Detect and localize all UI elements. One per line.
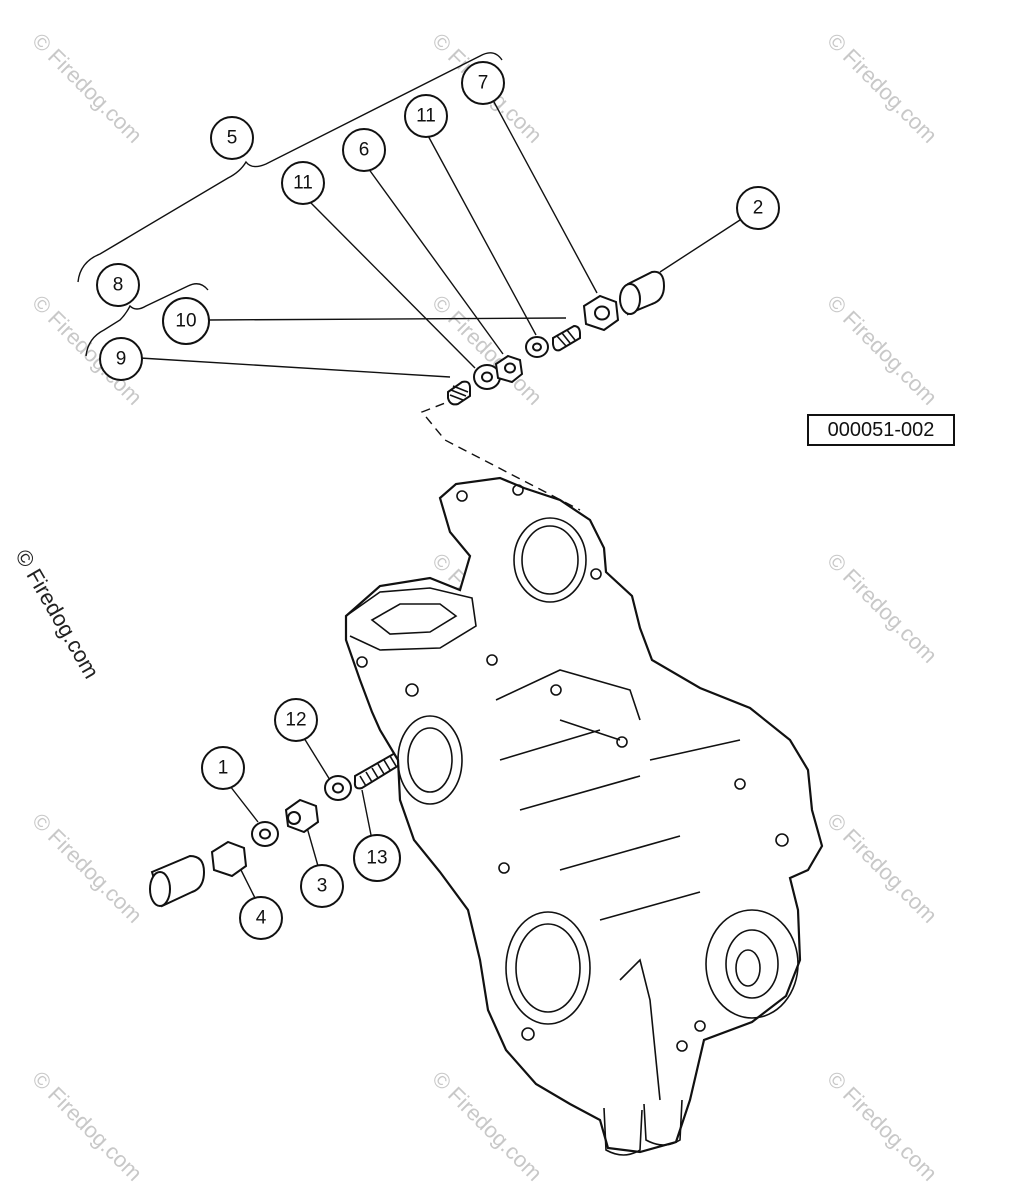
leader-13 <box>361 789 373 841</box>
svg-text:8: 8 <box>113 275 124 296</box>
bracket-8 <box>85 283 209 357</box>
svg-text:7: 7 <box>478 73 489 94</box>
leader-11b <box>425 131 537 336</box>
callout-3: 3 <box>300 864 344 908</box>
sleeve-2 <box>619 270 666 316</box>
callout-6: 6 <box>342 128 386 172</box>
nut-7 <box>582 294 620 332</box>
bracket-5 <box>77 52 503 283</box>
washer-1 <box>251 821 279 847</box>
leader-4 <box>239 867 257 901</box>
nut-upper <box>494 354 524 384</box>
svg-text:5: 5 <box>227 128 238 149</box>
reference-code-box <box>807 414 955 446</box>
svg-text:3: 3 <box>317 876 328 897</box>
callout-1: 1 <box>201 746 245 790</box>
svg-text:4: 4 <box>256 908 267 929</box>
leader-9 <box>139 357 451 378</box>
leader-2 <box>659 219 741 273</box>
stud-upper <box>447 380 471 406</box>
callout-13: 13 <box>353 834 401 882</box>
leader-1 <box>229 785 259 823</box>
washer-upper-1 <box>473 364 501 390</box>
leader-10 <box>207 317 567 321</box>
callout-5: 5 <box>210 116 254 160</box>
callout-4: 4 <box>239 896 283 940</box>
stud-upper-2 <box>552 324 581 352</box>
nut-3 <box>284 798 320 834</box>
washer-upper-2 <box>525 336 549 358</box>
callout-8: 8 <box>96 263 140 307</box>
callout-2: 2 <box>736 186 780 230</box>
washer-12 <box>324 775 352 801</box>
svg-text:9: 9 <box>116 349 127 370</box>
svg-text:2: 2 <box>753 198 764 219</box>
svg-text:11: 11 <box>293 173 313 194</box>
callout-10: 10 <box>162 297 210 345</box>
dashed-connector <box>420 397 581 511</box>
callout-12: 12 <box>274 698 318 742</box>
callout-9: 9 <box>99 337 143 381</box>
leader-11a <box>309 201 476 369</box>
gear-case-housing <box>344 476 824 1156</box>
leader-12 <box>303 737 331 781</box>
sleeve-4 <box>149 854 206 908</box>
callout-11-top: 11 <box>404 94 448 138</box>
nut-4 <box>210 840 248 878</box>
callout-11-left: 11 <box>281 161 325 205</box>
svg-text:13: 13 <box>366 848 387 869</box>
reference-code: 000051-002 <box>828 419 935 441</box>
svg-text:6: 6 <box>359 140 370 161</box>
svg-text:10: 10 <box>175 311 196 332</box>
leader-7 <box>493 101 598 294</box>
leader-3 <box>305 823 319 867</box>
svg-text:12: 12 <box>285 710 306 731</box>
svg-text:1: 1 <box>218 758 229 779</box>
svg-text:11: 11 <box>416 106 436 127</box>
callout-7: 7 <box>461 61 505 105</box>
leader-6 <box>367 167 504 355</box>
